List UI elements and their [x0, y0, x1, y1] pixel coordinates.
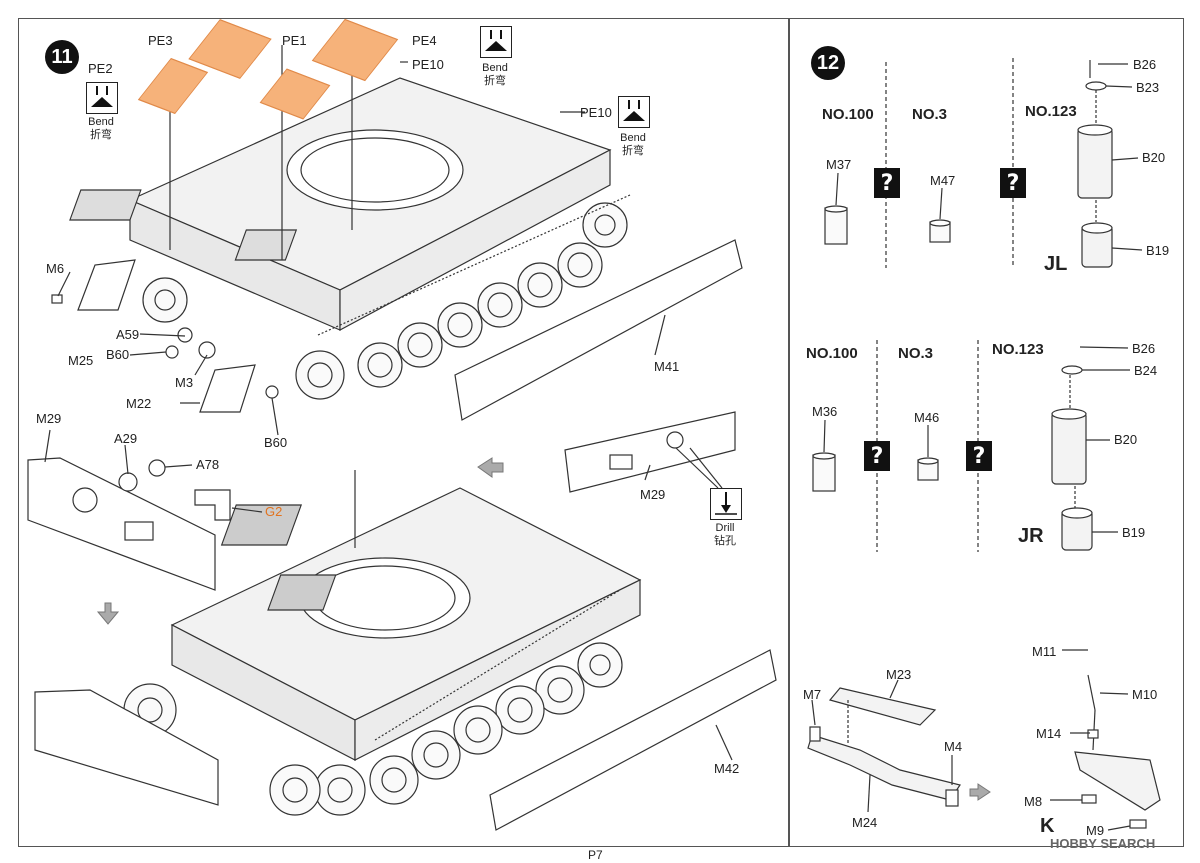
label-no100-top: NO.100 [822, 106, 874, 123]
label-m25: M25 [68, 353, 94, 368]
label-m29-b: M29 [640, 487, 666, 502]
label-m37: M37 [826, 157, 852, 172]
label-m7: M7 [803, 687, 822, 702]
label-no123-mid: NO.123 [992, 341, 1044, 358]
label-m10: M10 [1132, 687, 1158, 702]
label-m6: M6 [46, 261, 65, 276]
label-m4: M4 [944, 739, 963, 754]
label-a29: A29 [114, 431, 138, 446]
label-m8: M8 [1024, 794, 1043, 809]
label-m9: M9 [1086, 823, 1105, 838]
label-m24: M24 [852, 815, 878, 830]
label-b19-mid: B19 [1122, 525, 1146, 540]
label-m3: M3 [175, 375, 194, 390]
label-b20-mid: B20 [1114, 432, 1138, 447]
label-pe10-a: PE10 [412, 57, 444, 72]
drill-icon [710, 488, 742, 520]
bend-icon [480, 26, 512, 58]
label-m41: M41 [654, 359, 680, 374]
label-no3-mid: NO.3 [898, 345, 934, 362]
bend-icon [86, 82, 118, 114]
step11-panel [18, 18, 790, 847]
label-m36: M36 [812, 404, 838, 419]
label-b60-a: B60 [106, 347, 130, 362]
label-b26-mid: B26 [1132, 341, 1156, 356]
bend-icon [618, 96, 650, 128]
label-jl: JL [1044, 253, 1068, 275]
unknown-marker: ? [1000, 168, 1026, 198]
label-a59: A59 [116, 327, 140, 342]
label-m47: M47 [930, 173, 956, 188]
label-no3-top: NO.3 [912, 106, 948, 123]
step-11-number: 11 [45, 40, 79, 74]
label-pe10-b: PE10 [580, 105, 612, 120]
label-jr: JR [1018, 525, 1044, 547]
label-b26-top: B26 [1133, 57, 1157, 72]
label-m23: M23 [886, 667, 912, 682]
page-number: P7 [588, 848, 603, 862]
unknown-marker: ? [864, 441, 890, 471]
label-b24: B24 [1134, 363, 1158, 378]
label-b20-top: B20 [1142, 150, 1166, 165]
watermark: HOBBY SEARCH [1050, 836, 1156, 851]
label-pe3: PE3 [148, 33, 173, 48]
step-12-number: 12 [811, 46, 845, 80]
step12-panel [788, 18, 1184, 847]
unknown-marker: ? [874, 168, 900, 198]
label-pe1: PE1 [282, 33, 307, 48]
label-no123-top: NO.123 [1025, 103, 1077, 120]
label-m14: M14 [1036, 726, 1062, 741]
label-m11: M11 [1032, 644, 1057, 659]
label-no100-mid: NO.100 [806, 345, 858, 362]
label-m42: M42 [714, 761, 740, 776]
label-m46: M46 [914, 410, 940, 425]
label-b19-top: B19 [1146, 243, 1170, 258]
label-m29-a: M29 [36, 411, 62, 426]
label-b23: B23 [1136, 80, 1160, 95]
label-a78: A78 [196, 457, 220, 472]
unknown-marker: ? [966, 441, 992, 471]
label-k: K [1040, 815, 1055, 837]
label-pe4: PE4 [412, 33, 437, 48]
label-m22: M22 [126, 396, 152, 411]
label-g2: G2 [265, 504, 283, 519]
label-pe2: PE2 [88, 61, 113, 76]
label-b60-b: B60 [264, 435, 288, 450]
